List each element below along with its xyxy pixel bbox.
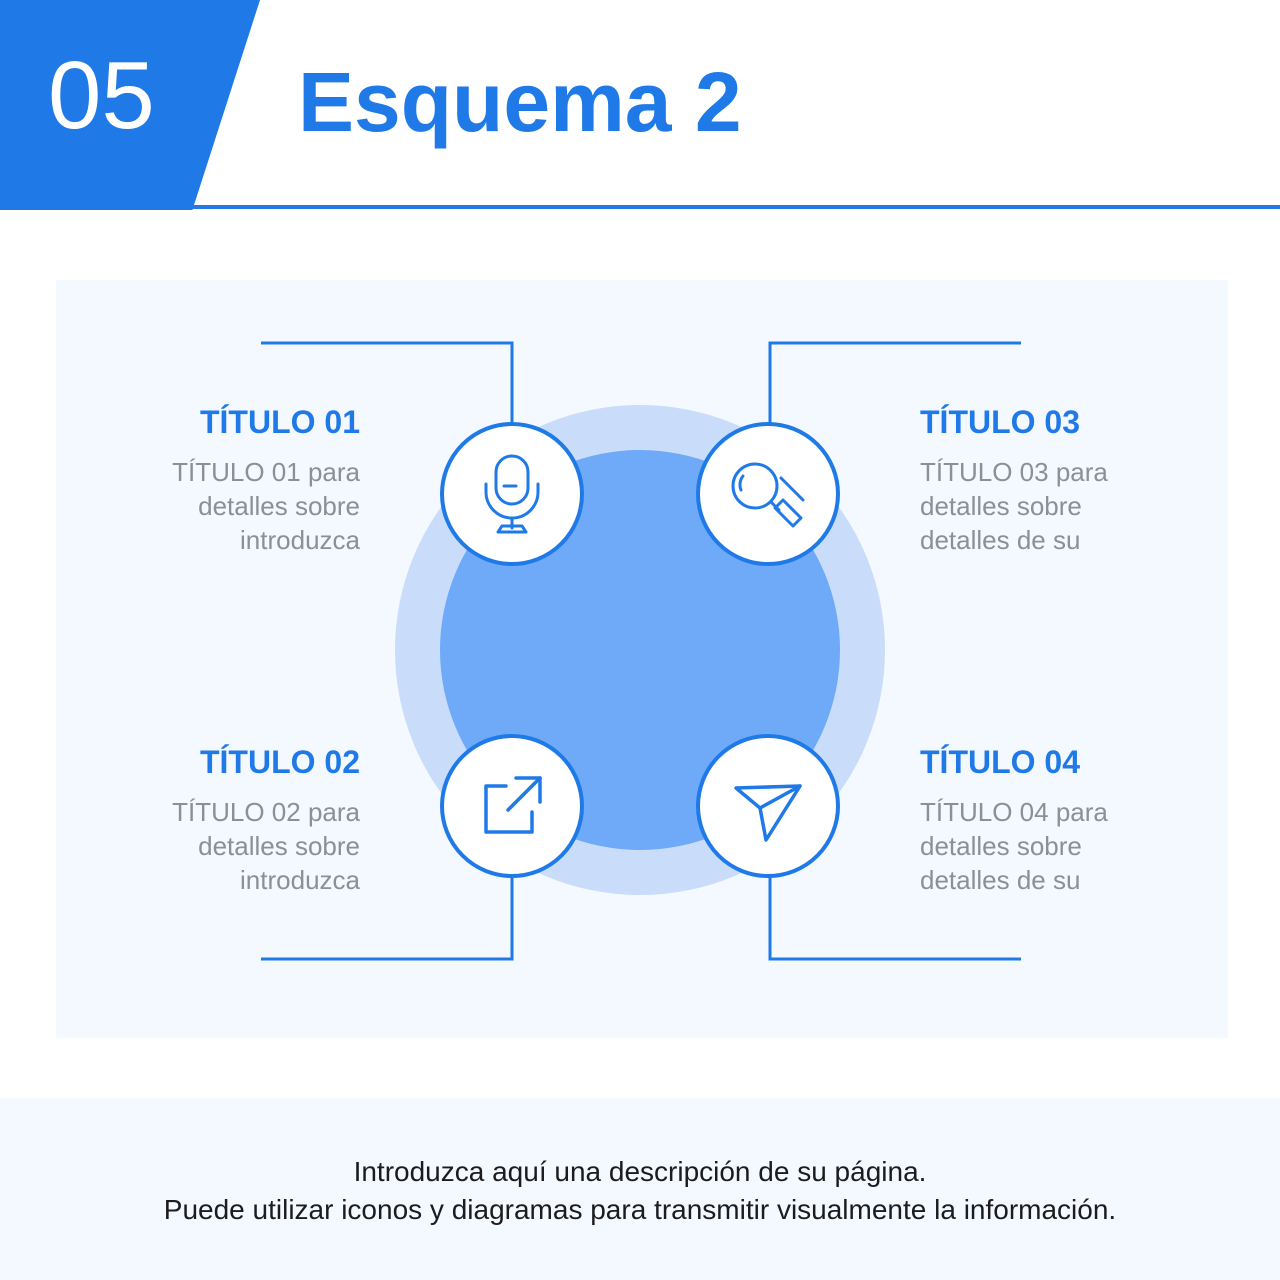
header-divider — [192, 205, 1280, 209]
item-title-02: TÍTULO 02 — [199, 744, 360, 780]
item-desc-04: TÍTULO 04 para detalles sobre detalles d… — [920, 797, 1108, 895]
external-link-icon — [484, 776, 542, 834]
search-icon — [731, 462, 805, 528]
microphone-icon — [484, 454, 540, 534]
item-title-03: TÍTULO 03 — [920, 404, 1081, 440]
item-title-01: TÍTULO 01 — [199, 404, 360, 440]
send-icon — [734, 784, 802, 842]
connector-line-02 — [261, 876, 514, 961]
footer: Introduzca aquí una descripción de su pá… — [0, 1098, 1280, 1280]
node-04 — [696, 734, 840, 878]
section-number: 05 — [48, 42, 155, 149]
item-title-04: TÍTULO 04 — [920, 744, 1081, 780]
item-desc-01: TÍTULO 01 para detalles sobre introduzca — [172, 457, 360, 555]
item-desc-03: TÍTULO 03 para detalles sobre detalles d… — [920, 457, 1108, 555]
connector-line-03 — [768, 341, 1021, 425]
node-03 — [696, 422, 840, 566]
connector-line-01 — [261, 341, 514, 425]
node-02 — [440, 734, 584, 878]
item-desc-02: TÍTULO 02 para detalles sobre introduzca — [172, 797, 360, 895]
footer-description-line-2: Puede utilizar iconos y diagramas para t… — [163, 1194, 1117, 1225]
page-title: Esquema 2 — [298, 55, 742, 149]
node-01 — [440, 422, 584, 566]
footer-description-line-1: Introduzca aquí una descripción de su pá… — [353, 1156, 927, 1187]
connector-line-04 — [768, 876, 1021, 961]
